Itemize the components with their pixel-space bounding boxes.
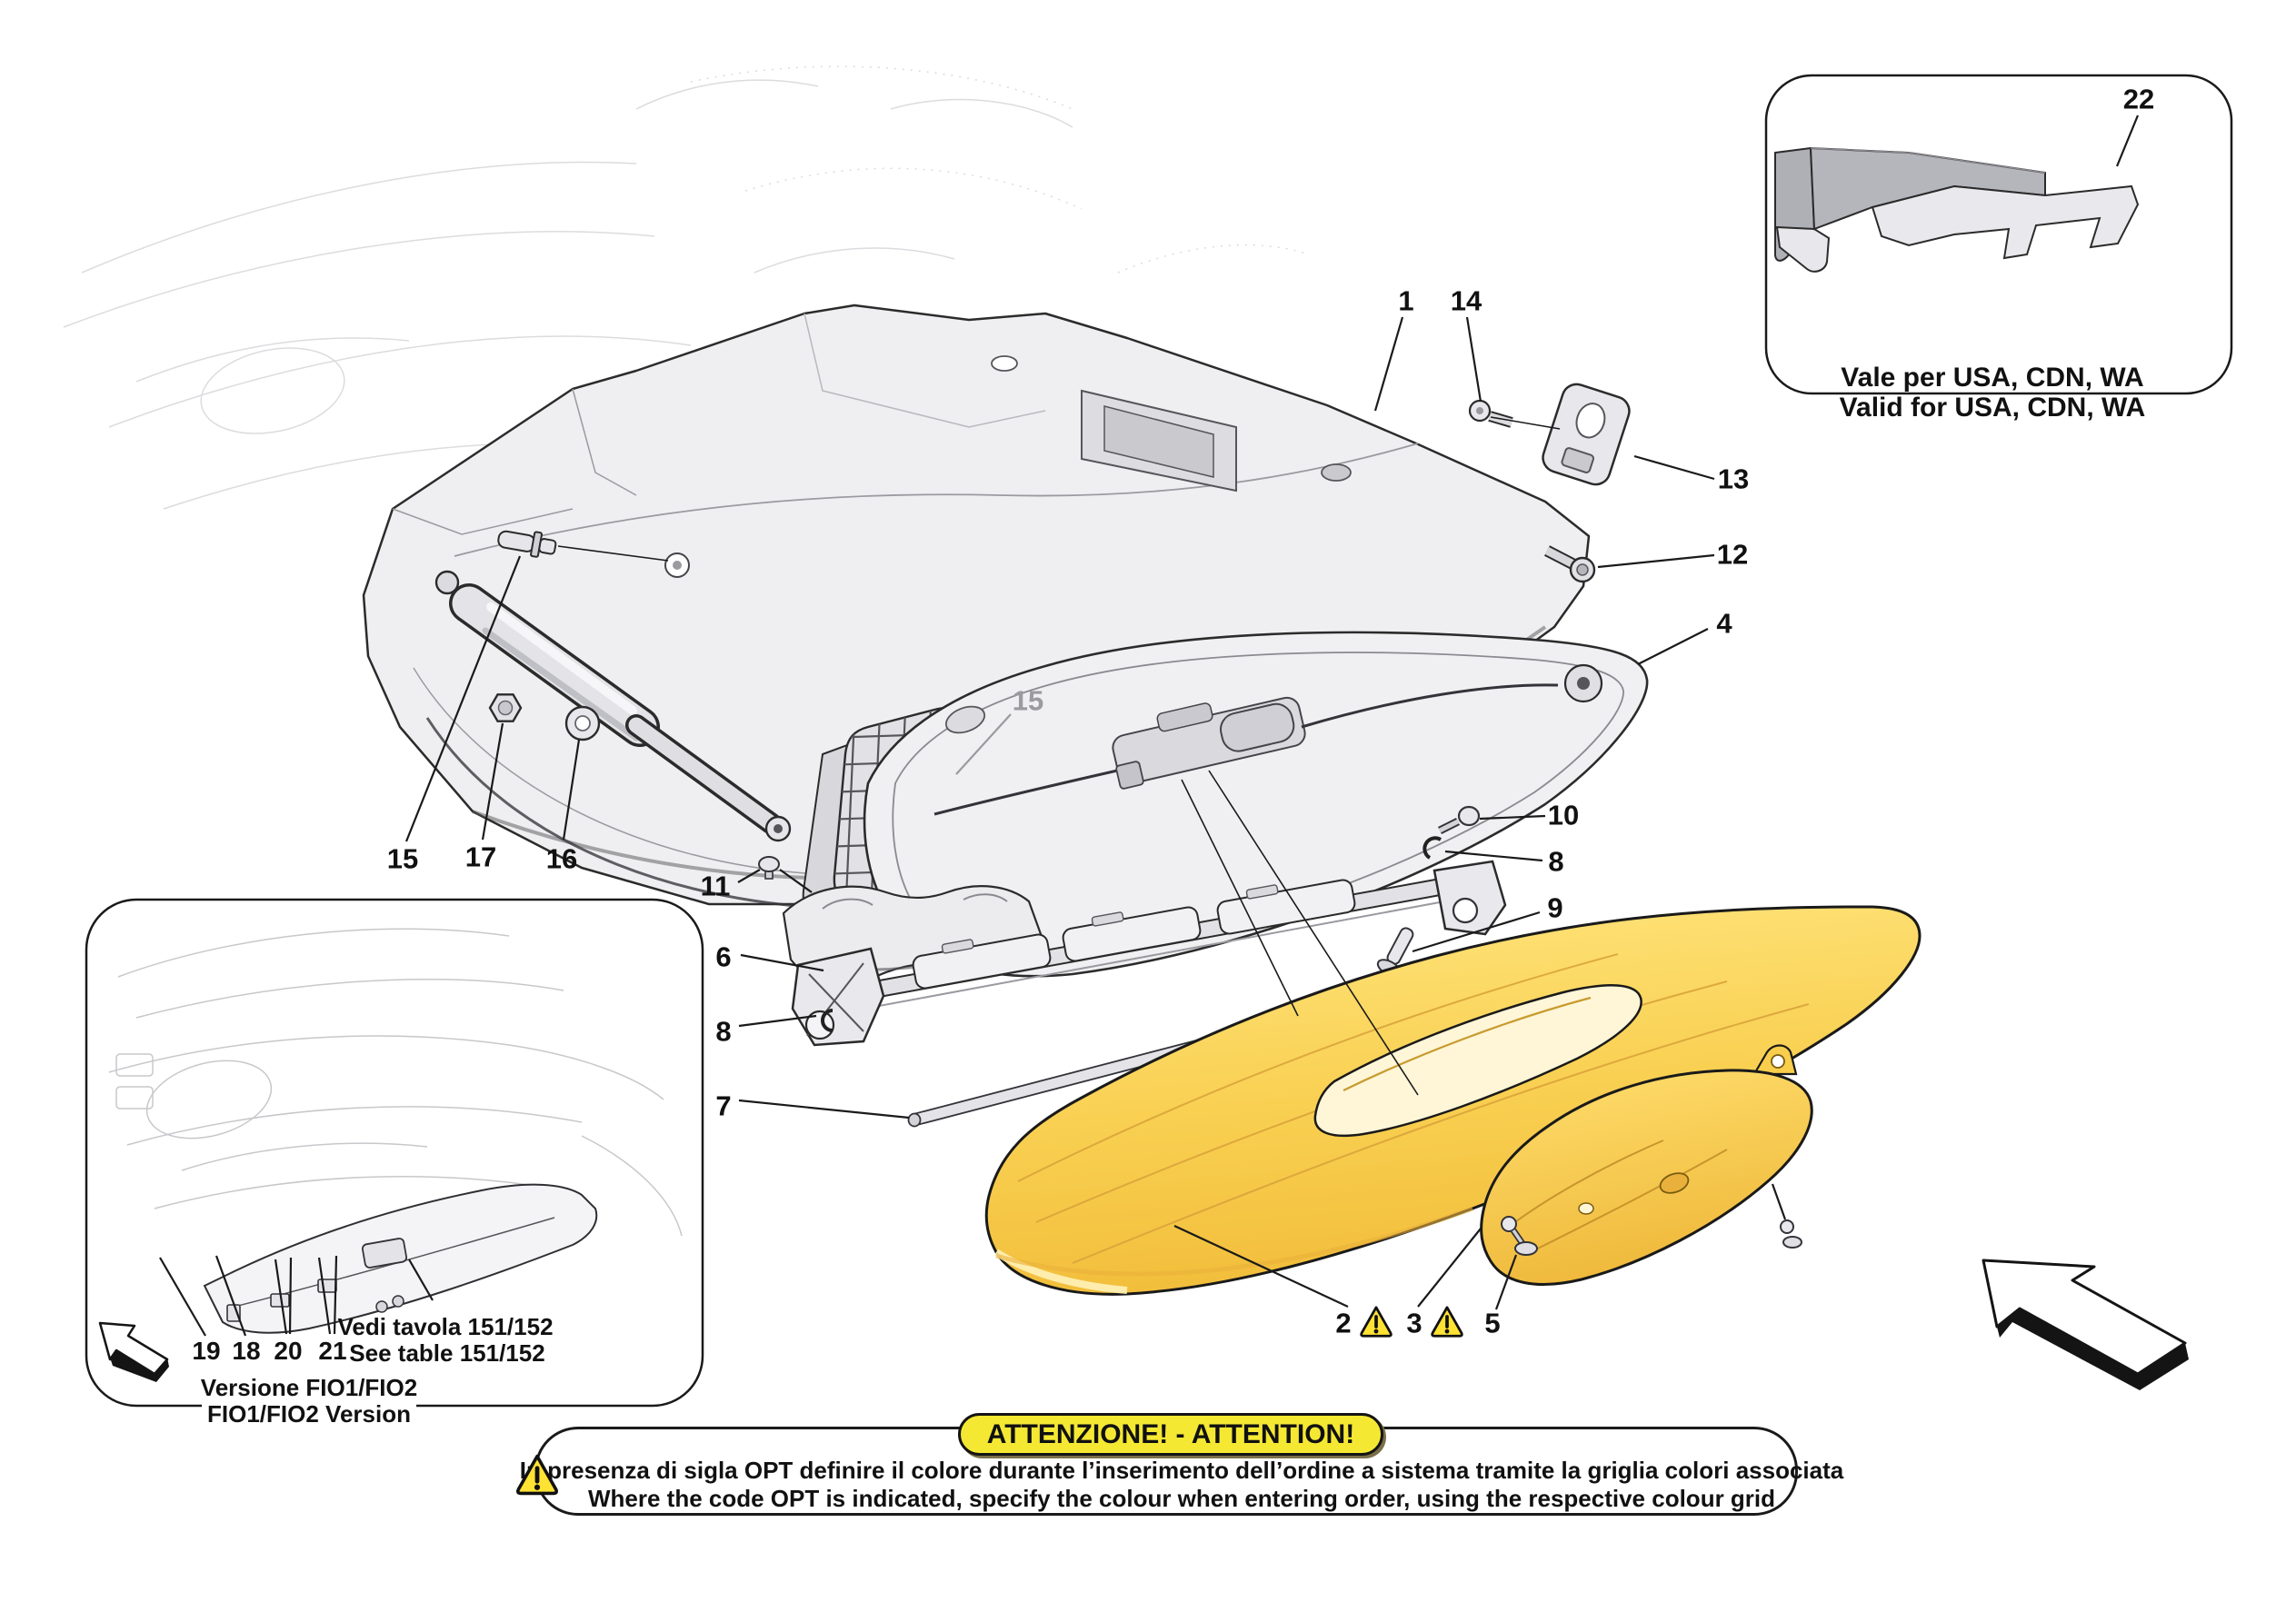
callout-16: 16 (545, 842, 578, 875)
callout-5: 5 (1484, 1307, 1501, 1339)
screw-part-5b (1780, 1219, 1802, 1249)
leader-line-15-grey (955, 713, 1012, 775)
screw-part-5 (1501, 1216, 1538, 1256)
callout-21: 21 (318, 1337, 347, 1365)
alignment-line-stud (557, 545, 669, 562)
callout-9: 9 (1547, 891, 1563, 924)
callout-15b: 15 (1012, 684, 1044, 717)
screw-part-12 (1544, 545, 1596, 583)
callout-8r: 8 (1548, 845, 1564, 878)
fio-ref-english: See table 151/152 (349, 1339, 545, 1367)
e-clip-part-8-right (1423, 836, 1442, 860)
screw-part-14 (1468, 399, 1561, 430)
latch-cover-part-3 (1480, 1044, 1813, 1286)
callout-10: 10 (1547, 799, 1580, 831)
callout-20: 20 (274, 1337, 303, 1365)
callout-11: 11 (700, 870, 731, 902)
banner-note-english: Where the code OPT is indicated, specify… (587, 1485, 1776, 1512)
callout-7: 7 (715, 1090, 732, 1122)
attention-banner-title: ATTENZIONE! - ATTENTION! (958, 1413, 1383, 1456)
door-panel-part-2 (984, 905, 1922, 1296)
callout-3: 3 (1406, 1307, 1423, 1339)
fio-direction-arrow-icon (98, 1321, 169, 1382)
usa-note-italian: Vale per USA, CDN, WA (1841, 363, 2144, 393)
ball-stud-part-15 (497, 530, 557, 558)
nut-part-17 (488, 693, 523, 722)
callout-17: 17 (464, 841, 497, 873)
fio-version-italian: Versione FIO1/FIO2 (200, 1374, 418, 1401)
warning-triangle-icon-2 (1358, 1305, 1394, 1338)
rail-assembly-part-6 (791, 860, 1507, 1047)
callout-18: 18 (232, 1337, 261, 1365)
striker-plate-part-13 (1542, 383, 1631, 486)
screw-part-10 (1437, 805, 1481, 835)
callout-6: 6 (715, 940, 732, 973)
bushing-part-16 (564, 705, 601, 741)
lid-inner-assembly-part-4 (863, 631, 1649, 978)
inset-box-usa (1764, 74, 2233, 395)
callout-14: 14 (1450, 284, 1482, 317)
callout-22: 22 (2122, 83, 2155, 115)
warning-triangle-icon (516, 1454, 558, 1496)
ghost-sketch-lines (63, 65, 1310, 510)
warning-triangle-icon-3 (1429, 1305, 1465, 1338)
leader-lines (159, 114, 2140, 1337)
fio-ref-italian: Vedi tavola 151/152 (337, 1313, 554, 1340)
usa-note-english: Valid for USA, CDN, WA (1839, 393, 2146, 423)
e-clip-part-8-left (821, 1009, 834, 1032)
direction-arrow-icon (1982, 1259, 2189, 1390)
callout-15a: 15 (386, 842, 419, 875)
callout-13: 13 (1717, 463, 1750, 495)
banner-note-italian: In presenza di sigla OPT definire il col… (519, 1457, 1844, 1484)
callout-1: 1 (1398, 284, 1414, 317)
fio-version-english: FIO1/FIO2 Version (202, 1402, 416, 1426)
callout-8l: 8 (715, 1015, 732, 1048)
callout-4: 4 (1716, 607, 1732, 640)
gas-strut-assembly (434, 570, 792, 842)
fio-ghost-dashboard (108, 928, 683, 1237)
bracket-part-22 (1773, 146, 2140, 273)
callout-19: 19 (192, 1337, 221, 1365)
fio-lower-trim-part (203, 1183, 598, 1334)
push-pin-part-11 (758, 856, 780, 880)
callout-12: 12 (1716, 538, 1749, 571)
callout-2: 2 (1335, 1307, 1352, 1339)
